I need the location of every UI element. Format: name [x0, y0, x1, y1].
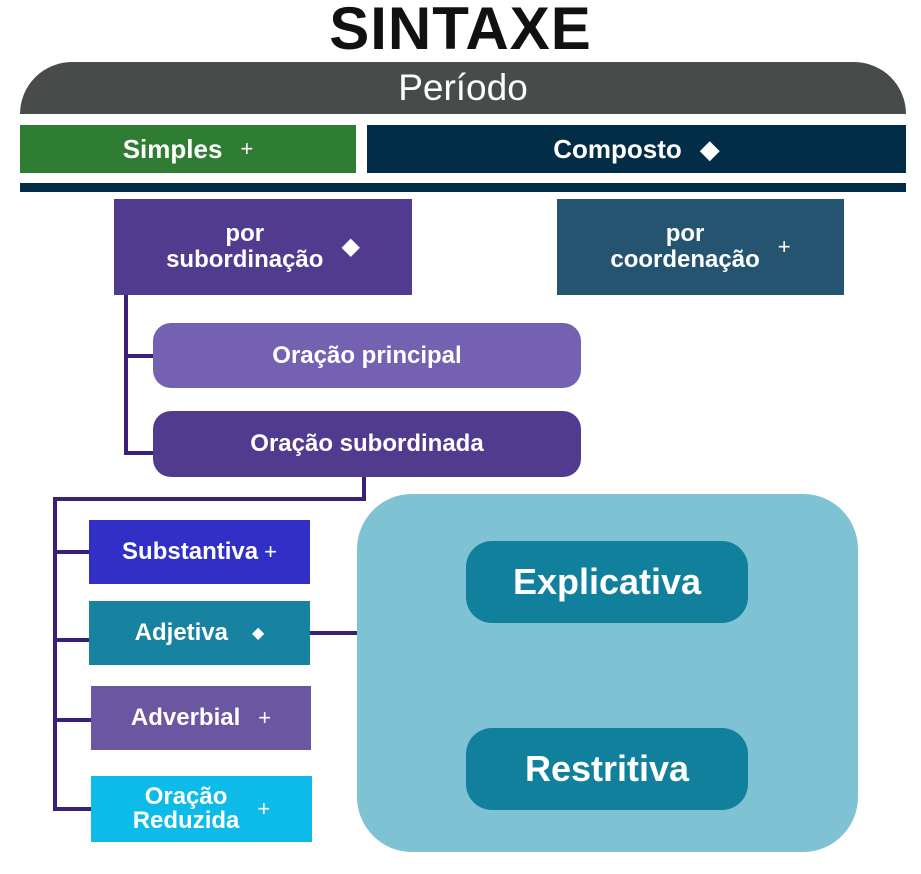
plus-icon: + [240, 136, 254, 161]
composto-node[interactable]: Composto ◆ [367, 125, 906, 173]
simples-label: Simples [122, 133, 223, 164]
adjetiva-node[interactable]: Adjetiva ◆ [89, 601, 310, 665]
diamond-icon: ◆ [341, 233, 360, 260]
subordinacao-line1: por [225, 220, 265, 247]
explicativa-label: Explicativa [512, 561, 702, 602]
explicativa-node[interactable]: Explicativa [466, 541, 748, 623]
coordenacao-node[interactable]: por coordenação + [557, 199, 844, 295]
adverbial-label: Adverbial [130, 704, 241, 731]
restritiva-node[interactable]: Restritiva [466, 728, 748, 810]
oracao-principal-label: Oração principal [272, 341, 462, 369]
oracao-reduzida-node[interactable]: Oração Reduzida + [91, 776, 312, 842]
plus-icon: + [264, 539, 277, 564]
oracao-subordinada-node[interactable]: Oração subordinada [153, 411, 581, 477]
coordenacao-line1: por [665, 220, 705, 247]
periodo-header: Período [20, 62, 906, 114]
restritiva-label: Restritiva [524, 748, 690, 789]
coordenacao-label: por coordenação [610, 221, 759, 273]
substantiva-label: Substantiva [122, 538, 259, 565]
substantiva-node[interactable]: Substantiva + [89, 520, 310, 584]
oracao-principal-node[interactable]: Oração principal [153, 323, 581, 388]
plus-icon: + [258, 705, 272, 730]
coordenacao-line2: coordenação [610, 246, 760, 273]
simples-node[interactable]: Simples + [20, 125, 356, 173]
subordinacao-node[interactable]: por subordinação ◆ [114, 199, 412, 295]
oracao-subordinada-label: Oração subordinada [250, 430, 484, 457]
periodo-label: Período [398, 67, 528, 108]
subordinacao-label: por subordinação [166, 221, 323, 273]
subordinacao-line2: subordinação [166, 246, 324, 273]
plus-icon: + [777, 234, 791, 259]
adjetiva-label: Adjetiva [134, 619, 229, 646]
adverbial-node[interactable]: Adverbial + [91, 686, 311, 750]
oracao-reduzida-line2: Reduzida [132, 807, 240, 834]
section-divider [20, 183, 906, 192]
composto-label: Composto [553, 133, 682, 164]
oracao-reduzida-label: Oração Reduzida [133, 785, 240, 833]
plus-icon: + [257, 796, 271, 821]
diamond-icon: ◆ [699, 133, 720, 164]
diagram-title: SINTAXE [329, 0, 592, 62]
oracao-reduzida-line1: Oração [144, 783, 228, 810]
subordinada-connector [55, 477, 366, 501]
diamond-icon: ◆ [252, 625, 265, 642]
